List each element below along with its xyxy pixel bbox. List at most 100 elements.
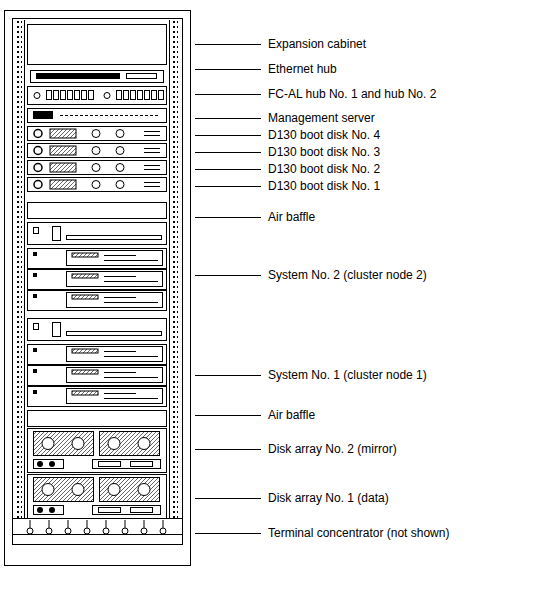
- system-bay: [28, 270, 167, 290]
- hub-port: [138, 91, 143, 100]
- fan-module: [34, 478, 94, 502]
- hub-port: [159, 91, 164, 100]
- hub-port: [75, 91, 80, 100]
- leader-lines: [195, 45, 261, 534]
- fan-module: [100, 432, 160, 456]
- tray-handle: [72, 370, 98, 374]
- fan-knob: [72, 484, 84, 496]
- hub-port: [68, 91, 73, 100]
- tray-line: [104, 398, 158, 399]
- rack-inner: [13, 19, 183, 545]
- tray-handle: [72, 295, 98, 299]
- disk-vent: [144, 152, 160, 153]
- power-switch: [34, 164, 42, 172]
- hub-port: [61, 91, 66, 100]
- air-baffle: [28, 411, 167, 427]
- disk-vent: [144, 148, 160, 149]
- tray-line: [104, 393, 136, 394]
- tc-port: [46, 528, 52, 534]
- tray-line: [104, 356, 158, 357]
- disk-vent: [144, 182, 160, 183]
- tc-port: [122, 528, 128, 534]
- bay-led: [33, 294, 37, 298]
- hub-port: [82, 91, 87, 100]
- leader-line: [195, 69, 261, 70]
- fan-module: [100, 478, 160, 502]
- array-connector: [37, 507, 43, 513]
- power-switch: [34, 147, 42, 155]
- callout-label: FC-AL hub No. 1 and hub No. 2: [268, 86, 436, 102]
- disk-knob: [116, 181, 124, 189]
- disk-panel: [50, 163, 76, 172]
- tray-line: [104, 372, 136, 373]
- leader-line: [195, 152, 261, 153]
- system-drive-slot: [67, 236, 162, 240]
- tray-line: [104, 255, 136, 256]
- system-top-unit: [28, 319, 167, 341]
- tc-port: [27, 528, 33, 534]
- systems: [28, 223, 167, 407]
- disk-knob: [92, 181, 100, 189]
- disk-tray: [67, 368, 163, 383]
- tray-handle: [72, 253, 98, 257]
- bay-led: [33, 369, 37, 373]
- callout-label: Air baffle: [268, 209, 315, 225]
- disk-vent: [144, 169, 160, 170]
- array-power: [34, 460, 64, 469]
- hub-port: [152, 91, 157, 100]
- disk-knob: [92, 147, 100, 155]
- disk-knob: [116, 164, 124, 172]
- system-bay: [28, 291, 167, 311]
- array-io: [93, 460, 161, 469]
- leader-line: [195, 449, 261, 450]
- hub-port: [47, 91, 52, 100]
- callout-label: Management server: [268, 110, 375, 126]
- bay-led: [33, 348, 37, 352]
- array-port: [131, 508, 153, 513]
- hub-ports: [36, 73, 120, 79]
- leader-line: [195, 186, 261, 187]
- d130-enclosure: [28, 144, 167, 158]
- array-enclosure: [28, 429, 167, 473]
- air-baffle: [28, 203, 167, 219]
- disk-panel: [50, 180, 76, 189]
- tc-port: [65, 528, 71, 534]
- array-connector: [49, 507, 55, 513]
- disk-vent: [144, 165, 160, 166]
- rack-rail: [172, 20, 178, 520]
- disk-arrays: [28, 429, 167, 519]
- server-vents: [60, 115, 160, 116]
- leader-line: [195, 135, 261, 136]
- d130-enclosure: [28, 161, 167, 175]
- tc-port: [103, 528, 109, 534]
- leader-line: [195, 498, 261, 499]
- disk-knob: [92, 130, 100, 138]
- bay-led: [33, 252, 37, 256]
- disk-panel: [50, 146, 76, 155]
- rail-edge: [169, 20, 170, 520]
- disk-vent: [144, 131, 160, 132]
- tc-connectors: [27, 520, 166, 534]
- fan-knob: [108, 484, 120, 496]
- fan-knob: [108, 438, 120, 450]
- disk-knob: [92, 164, 100, 172]
- tray-line: [104, 276, 136, 277]
- array-port: [99, 508, 121, 513]
- callout-label: Ethernet hub: [268, 61, 337, 77]
- hub-led: [34, 93, 40, 99]
- expansion-cabinet: [28, 25, 167, 65]
- disk-vent: [144, 186, 160, 187]
- system-switch: [34, 228, 39, 234]
- system-drive-slot: [67, 332, 162, 336]
- fan-knob: [42, 438, 54, 450]
- tray-handle: [72, 349, 98, 353]
- terminal-concentrator: [13, 519, 183, 535]
- callout-label: System No. 2 (cluster node 2): [268, 267, 427, 283]
- array-power: [34, 506, 64, 515]
- fan-knob: [72, 438, 84, 450]
- hub-port: [124, 91, 129, 100]
- tray-line: [104, 377, 158, 378]
- rail-edge: [24, 20, 25, 520]
- hub-port: [145, 91, 150, 100]
- bay-led: [33, 273, 37, 277]
